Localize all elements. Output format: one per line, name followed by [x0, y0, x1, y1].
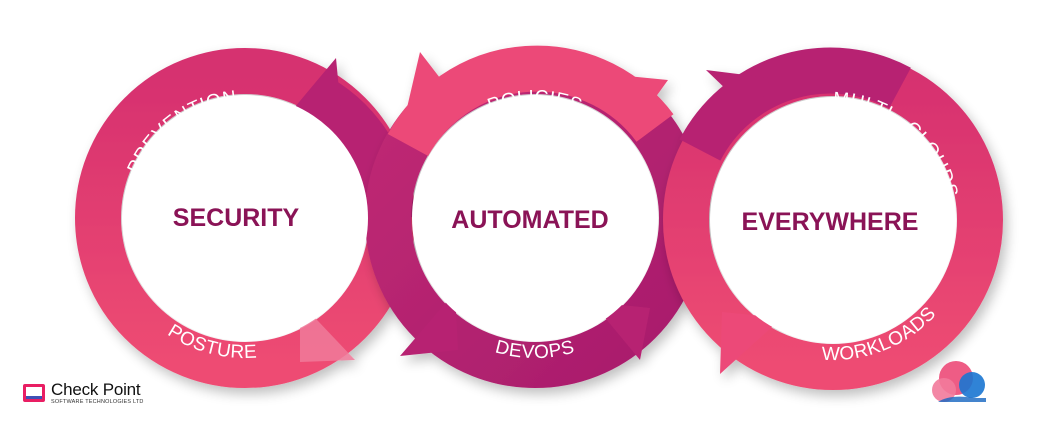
ring-everywhere-top-arc — [679, 47, 911, 162]
ring-automated-arrow-bottom-left — [400, 292, 458, 356]
center-label-security: SECURITY — [173, 204, 300, 232]
logo-brand: Check Point — [51, 380, 141, 399]
cloud-overlap-icon — [932, 361, 986, 402]
logo-subtitle: SOFTWARE TECHNOLOGIES LTD — [51, 399, 144, 405]
ring-security-arrow-top — [284, 58, 342, 122]
ring-automated-center — [412, 95, 658, 341]
center-label-automated: AUTOMATED — [451, 206, 608, 234]
center-label-everywhere: EVERYWHERE — [742, 208, 919, 236]
ring-automated-arrow-top-left — [406, 52, 460, 112]
ring-everywhere-arrow-top — [706, 70, 770, 118]
ring-everywhere-center — [710, 97, 956, 343]
checkpoint-logo-icon — [23, 384, 45, 403]
checkpoint-logo: Check Point SOFTWARE TECHNOLOGIES LTD — [22, 381, 144, 406]
ring-security-center — [122, 95, 368, 341]
ring-automated-arrow-top-right — [606, 74, 668, 130]
ring-everywhere-arrow-bottom — [720, 312, 782, 374]
ring-everywhere — [663, 47, 1003, 390]
